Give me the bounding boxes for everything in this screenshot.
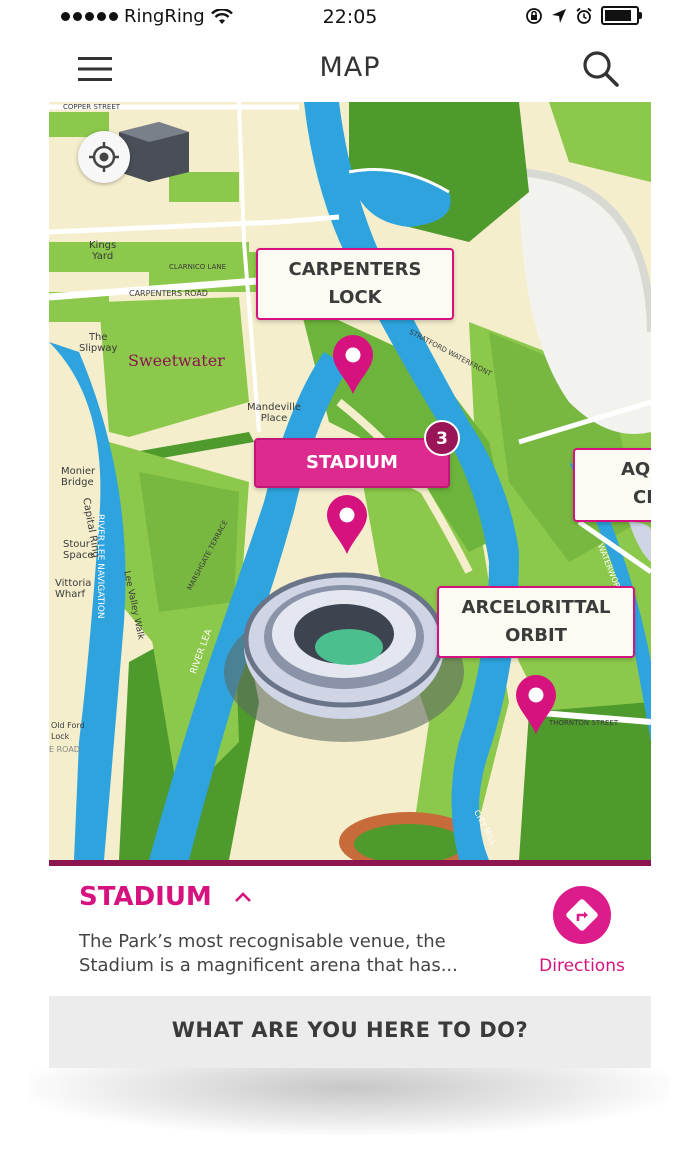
sweetwater-parkland <box>99 297 249 437</box>
grass-block <box>139 472 239 612</box>
grass-block <box>134 432 254 462</box>
place-label: Monier Bridge <box>61 466 96 488</box>
what-to-do-label: WHAT ARE YOU HERE TO DO? <box>171 1018 529 1042</box>
callout-line: CI <box>633 487 651 508</box>
search-icon <box>583 51 619 87</box>
info-panel-title: STADIUM <box>79 882 212 912</box>
place-label: Vittoria Wharf <box>55 578 92 600</box>
place-label-sweetwater: Sweetwater <box>128 351 225 370</box>
wifi-icon <box>210 8 233 24</box>
aquatics-roof <box>629 522 651 562</box>
street-label: THORNTON STREET <box>549 719 619 727</box>
grass-block <box>519 702 651 860</box>
clock: 22:05 <box>322 6 378 28</box>
grass-block <box>169 172 239 202</box>
river-label: RIVER LEE NAVIGATION <box>95 514 105 619</box>
search-button[interactable] <box>579 47 623 91</box>
callout-line: CARPENTERS <box>288 259 422 280</box>
place-label: Stour Space <box>63 539 94 561</box>
callout-carpenters-lock[interactable]: CARPENTERS LOCK <box>256 248 454 320</box>
location-arrow-icon <box>552 8 566 23</box>
river-main <box>304 102 519 860</box>
callout-aquatics[interactable]: AQ CI <box>573 448 651 522</box>
status-right-icons <box>525 6 642 25</box>
road <box>49 214 340 235</box>
pond <box>349 169 451 227</box>
page-title: MAP <box>319 52 381 83</box>
directions-label: Directions <box>539 956 625 976</box>
locate-me-button[interactable] <box>78 131 130 183</box>
info-panel[interactable]: STADIUM The Park’s most recognisable ven… <box>49 866 651 996</box>
callout-line: LOCK <box>328 287 382 308</box>
place-label: Mandeville Place <box>247 402 301 424</box>
road-loop-outline <box>518 168 651 333</box>
place-label: The Slipway <box>79 332 118 354</box>
map-view[interactable]: COPPER STREET CLARNICO LANE CARPENTERS R… <box>49 102 651 860</box>
callout-line: ORBIT <box>505 625 567 646</box>
pond-bank <box>348 168 450 194</box>
rotation-lock-icon <box>526 7 542 24</box>
alarm-icon <box>576 7 592 24</box>
callout-arcelor-orbit[interactable]: ARCELORITTAL ORBIT <box>437 586 635 658</box>
river-lee-navigation <box>49 342 126 860</box>
signal-strength-icon <box>61 12 118 21</box>
crosshair-icon <box>89 142 119 172</box>
chevron-up-icon[interactable] <box>234 891 252 903</box>
grass-block <box>549 102 651 182</box>
street-label: CARPENTERS ROAD <box>129 289 208 298</box>
map-pin-icon[interactable] <box>331 334 375 396</box>
directions-circle <box>553 886 611 944</box>
cluster-count-badge[interactable]: 3 <box>424 420 460 456</box>
phone-screen: RingRing 22:05 <box>49 0 651 1068</box>
map-pin-icon[interactable] <box>325 494 369 556</box>
road <box>518 399 651 445</box>
road <box>237 102 261 433</box>
building <box>119 122 189 142</box>
road <box>528 709 651 725</box>
street-label: COPPER STREET <box>63 103 121 111</box>
directions-icon <box>566 899 598 931</box>
stadium-pitch <box>315 629 383 665</box>
place-label: E ROAD <box>49 745 80 754</box>
road <box>577 519 651 575</box>
callout-stadium[interactable]: STADIUM <box>254 438 450 488</box>
road-loop <box>519 172 651 434</box>
callout-line: STADIUM <box>306 452 398 473</box>
hamburger-menu-icon <box>78 57 112 81</box>
directions-button[interactable]: Directions <box>527 886 637 986</box>
panel-divider <box>49 860 651 866</box>
street-label: CLARNICO LANE <box>169 263 227 271</box>
info-panel-description: The Park’s most recognisable venue, the … <box>79 931 458 976</box>
callout-line: AQ <box>621 459 651 480</box>
carrier-name: RingRing <box>124 6 205 27</box>
what-to-do-bar[interactable]: WHAT ARE YOU HERE TO DO? <box>49 996 651 1068</box>
callout-line: ARCELORITTAL <box>461 597 611 618</box>
carrier-group: RingRing <box>61 6 233 27</box>
menu-button[interactable] <box>73 47 117 91</box>
nav-bar: MAP <box>49 36 651 102</box>
map-pin-icon[interactable] <box>514 674 558 736</box>
battery-icon <box>601 6 642 25</box>
info-panel-header[interactable]: STADIUM <box>79 882 252 912</box>
place-label: Kings Yard <box>89 240 117 262</box>
track-infield <box>354 824 464 860</box>
place-label: Old Ford Lock <box>51 721 85 741</box>
status-bar: RingRing 22:05 <box>49 0 651 36</box>
